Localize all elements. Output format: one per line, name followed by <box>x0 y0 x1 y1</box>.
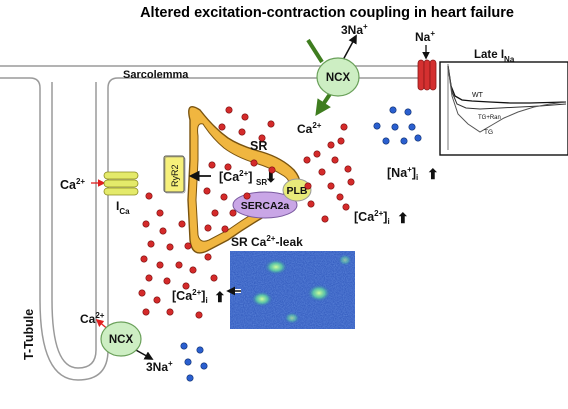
na-label-top: Na+ <box>415 29 435 44</box>
na-conc-label: [Na+]i <box>387 165 418 182</box>
sr-label: SR <box>250 139 267 153</box>
ncx-bottom-label: NCX <box>109 334 134 346</box>
sr-leak-image <box>230 251 355 329</box>
trace-tg <box>447 65 567 133</box>
late-ina-inset: Late INa WT TG+Ran TG <box>439 49 568 156</box>
ncx-top: NCX <box>306 34 360 116</box>
ca-ions <box>138 106 355 319</box>
l-type-ca-channel: Ca2+ ICa <box>60 171 139 216</box>
sr-ca-down-arrow: ⬇ <box>265 169 277 185</box>
late-ina-title: Late INa <box>474 49 515 64</box>
sarcolemma-label: Sarcolemma <box>123 69 189 81</box>
sr-ca-label: [Ca2+] <box>219 169 252 184</box>
ca-bottom-label: Ca2+ <box>80 311 105 326</box>
ca-outside-label: Ca2+ <box>60 177 85 192</box>
ica-label: ICa <box>116 199 130 216</box>
ca-cyto-up-arrow-right: ⬆ <box>397 210 409 226</box>
na-conc-up-arrow: ⬆ <box>427 166 439 182</box>
diagram-title: Altered excitation-contraction coupling … <box>140 5 514 21</box>
t-tubule-label: T-Tubule <box>22 309 36 360</box>
ca-cyto-label-lower: [Ca2+]i <box>172 288 208 305</box>
plb-protein <box>282 178 312 202</box>
sr-ca-subscript: SR <box>256 178 267 187</box>
sr-leak-title: SR Ca2+-leak <box>231 234 303 249</box>
ryr2-label: RyR2 <box>170 164 180 187</box>
ncx-bottom: Ca2+ NCX <box>80 311 154 360</box>
serca2a-label: SERCA2a <box>241 200 290 212</box>
ca-cyto-label-right: [Ca2+]i <box>354 209 390 226</box>
ca-cyto-up-arrow-lower: ⬆ <box>214 289 226 305</box>
ncx-top-label: NCX <box>326 72 351 84</box>
ryr2-channel: RyR2 <box>163 155 211 194</box>
three-na-bottom: 3Na+ <box>146 359 173 374</box>
trace-label-tg-ran: TG+Ran <box>478 115 501 121</box>
plb-label: PLB <box>287 185 308 197</box>
trace-tg-ran <box>447 65 567 110</box>
three-na-top: 3Na+ <box>341 22 368 37</box>
trace-wt <box>447 65 567 104</box>
ncx-top-ellipse <box>316 57 360 97</box>
na-ions <box>180 106 422 382</box>
trace-label-wt: WT <box>472 92 484 99</box>
ncx-bottom-ellipse <box>100 321 142 357</box>
ca-near-ncx: Ca2+ <box>297 121 322 136</box>
na-channel: Na+ <box>415 29 437 91</box>
trace-label-tg: TG <box>484 129 493 136</box>
sarcoplasmic-reticulum <box>187 106 301 254</box>
